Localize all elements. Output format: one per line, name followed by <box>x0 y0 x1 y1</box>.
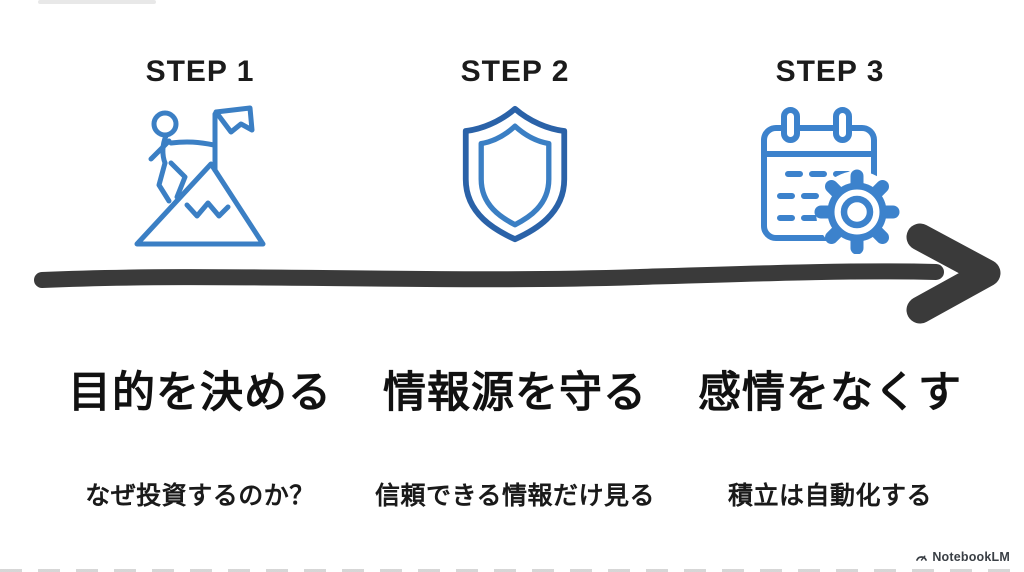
mountain-flag-icon <box>40 104 360 250</box>
step-3-subtitle: 積立は自動化する <box>727 482 932 510</box>
step-column-1: STEP 1 目的を決める なぜ投資するのか？ <box>40 0 360 572</box>
step-2-subtitle: 信頼できる情報だけ見る <box>374 482 655 510</box>
step-2-label: STEP 2 <box>460 55 570 88</box>
scan-artifact-smudge <box>38 0 156 4</box>
notebooklm-logo-icon <box>916 554 928 561</box>
calendar-gear-icon <box>670 104 990 254</box>
step-3-heading: 感情をなくす <box>698 369 962 417</box>
watermark-label: NotebookLM <box>932 550 1010 564</box>
step-2-heading: 情報源を守る <box>383 369 647 417</box>
step-column-3: STEP 3 <box>670 0 990 572</box>
step-1-subtitle: なぜ投資するのか？ <box>85 482 315 510</box>
step-1-heading: 目的を決める <box>68 369 332 417</box>
step-column-2: STEP 2 情報源を守る 信頼できる情報だけ見る <box>355 0 675 572</box>
step-1-label: STEP 1 <box>145 55 255 88</box>
timeline-arrow <box>34 223 1001 324</box>
bottom-edge-marks <box>0 569 1024 572</box>
shield-icon <box>355 104 675 244</box>
step-3-label: STEP 3 <box>775 55 885 88</box>
watermark: NotebookLM <box>915 550 1010 564</box>
